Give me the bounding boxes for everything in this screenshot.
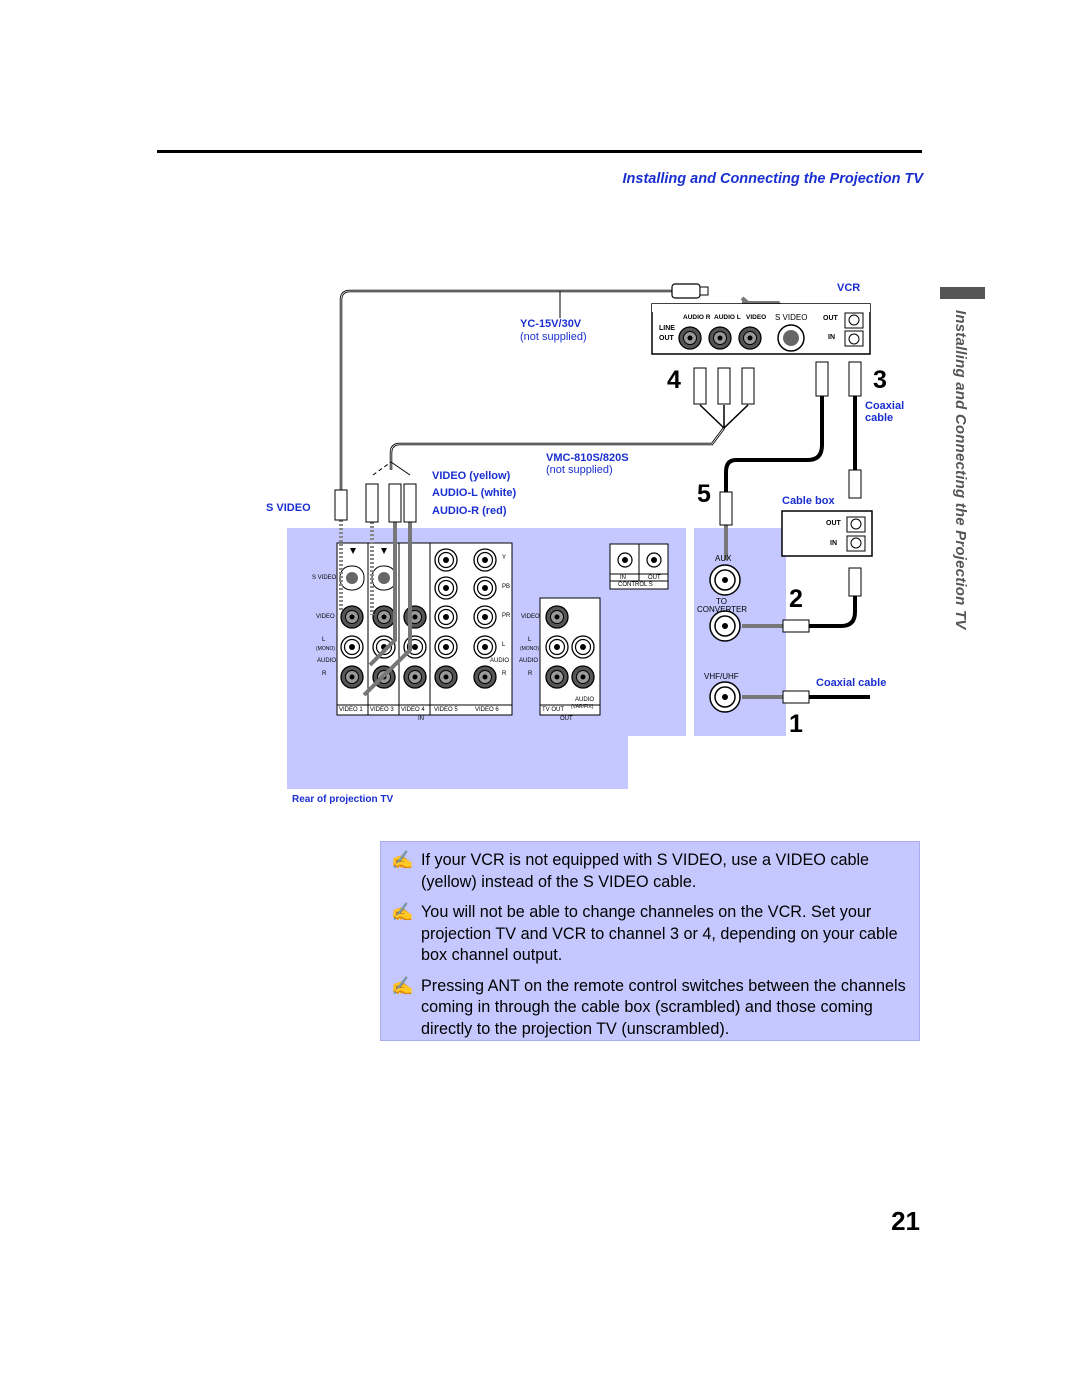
coaxial-cable-label: Coaxial cable <box>816 677 887 689</box>
plugs <box>334 283 862 704</box>
video3-label: VIDEO 3 <box>370 707 394 713</box>
control-s-label: CONTROL S <box>618 582 653 588</box>
vcr-audio-r-label: AUDIO R <box>683 314 711 321</box>
step-3: 3 <box>873 366 887 394</box>
tv-out-label: TV OUT <box>542 707 564 713</box>
out-audio-label: AUDIO <box>519 658 539 664</box>
tv-y-label: Y <box>502 555 507 561</box>
tv-audio2-label: AUDIO <box>490 658 510 664</box>
note-item: ✍ If your VCR is not equipped with S VID… <box>389 850 911 893</box>
av-cable-name: VMC-810S/820S <box>546 452 629 464</box>
tv-input-jacks <box>339 548 662 689</box>
tv-l-label: L <box>322 637 326 643</box>
svideo-cable-note: (not supplied) <box>520 331 587 343</box>
s-video-label: S VIDEO <box>266 502 311 514</box>
video1-label: VIDEO 1 <box>339 707 363 713</box>
vcr-label: VCR <box>837 282 861 294</box>
out-video-label: VIDEO <box>521 614 540 620</box>
audio-var-fix-label-2: (VAR/FIX) <box>571 704 594 710</box>
step-1: 1 <box>789 710 803 738</box>
note-item: ✍ Pressing ANT on the remote control swi… <box>389 976 911 1041</box>
out-r-label: R <box>528 671 533 677</box>
note-item: ✍ You will not be able to change channel… <box>389 902 911 967</box>
converter-label: CONVERTER <box>697 605 748 614</box>
tv-pb-label: PB <box>502 584 511 590</box>
tv-svideo-label: S VIDEO <box>312 575 337 581</box>
coaxial-label-top: Coaxial <box>865 400 905 412</box>
vcr-line-label: LINE <box>659 325 675 332</box>
side-tab-marker <box>940 287 985 299</box>
out-l-label: L <box>528 637 532 643</box>
cable-box-in-label: IN <box>830 540 837 547</box>
tv-r-label: R <box>322 671 327 677</box>
tv-video-label: VIDEO <box>316 614 335 620</box>
av-cable-note: (not supplied) <box>546 464 613 476</box>
note-text: You will not be able to change channeles… <box>421 903 898 964</box>
vcr <box>651 303 871 355</box>
tv-mono-label: (MONO) <box>316 646 335 652</box>
side-tab-text: Installing and Connecting the Projection… <box>952 310 969 630</box>
tv-pr-label: PR <box>502 613 511 619</box>
vcr-video-label: VIDEO <box>746 314 767 321</box>
audio-var-fix-label-1: AUDIO <box>575 697 595 703</box>
video6-label: VIDEO 6 <box>475 707 499 713</box>
diagram-caption: Rear of projection TV <box>292 794 394 805</box>
vcr-s-video-label: S VIDEO <box>775 313 808 322</box>
tv-r2-label: R <box>502 671 507 677</box>
vcr-rf-out-label: OUT <box>823 315 838 322</box>
step-5: 5 <box>697 480 711 508</box>
audio-l-white-label: AUDIO-L (white) <box>432 487 517 499</box>
inputs-in-label: IN <box>418 716 424 722</box>
outputs-out-label: OUT <box>560 716 573 722</box>
cable-box-out-label: OUT <box>826 520 841 527</box>
out-mono-label: (MONO) <box>520 646 539 652</box>
pencil-icon: ✍ <box>391 850 414 870</box>
header-rule <box>157 150 922 153</box>
step-2: 2 <box>789 585 803 613</box>
svideo-cable-name: YC-15V/30V <box>520 318 582 330</box>
pencil-icon: ✍ <box>391 902 414 922</box>
note-text: If your VCR is not equipped with S VIDEO… <box>421 851 870 891</box>
note-text: Pressing ANT on the remote control switc… <box>421 976 906 1038</box>
control-s-out-label: OUT <box>648 575 661 581</box>
cable-label-top: cable <box>865 412 894 424</box>
video4-label: VIDEO 4 <box>401 707 425 713</box>
video5-label: VIDEO 5 <box>434 707 458 713</box>
to-label: TO <box>716 597 727 606</box>
section-title: Installing and Connecting the Projection… <box>622 171 924 187</box>
audio-r-red-label: AUDIO-R (red) <box>432 505 507 517</box>
aux-label: AUX <box>715 554 732 563</box>
vcr-rf-in-label: IN <box>828 334 835 341</box>
vcr-out-label: OUT <box>659 335 674 342</box>
cable-box-label: Cable box <box>782 495 835 507</box>
vcr-audio-l-label: AUDIO L <box>714 314 741 321</box>
video-yellow-label: VIDEO (yellow) <box>432 470 511 482</box>
cable-box <box>781 510 873 557</box>
page-number: 21 <box>891 1206 920 1236</box>
pencil-icon: ✍ <box>391 975 414 996</box>
tv-audio-label: AUDIO <box>317 658 337 664</box>
step-4: 4 <box>667 366 681 394</box>
tv-l2-label: L <box>502 642 506 648</box>
control-s-in-label: IN <box>620 575 626 581</box>
notes-box: ✍ If your VCR is not equipped with S VID… <box>380 841 920 1041</box>
vhf-uhf-label: VHF/UHF <box>704 672 739 681</box>
